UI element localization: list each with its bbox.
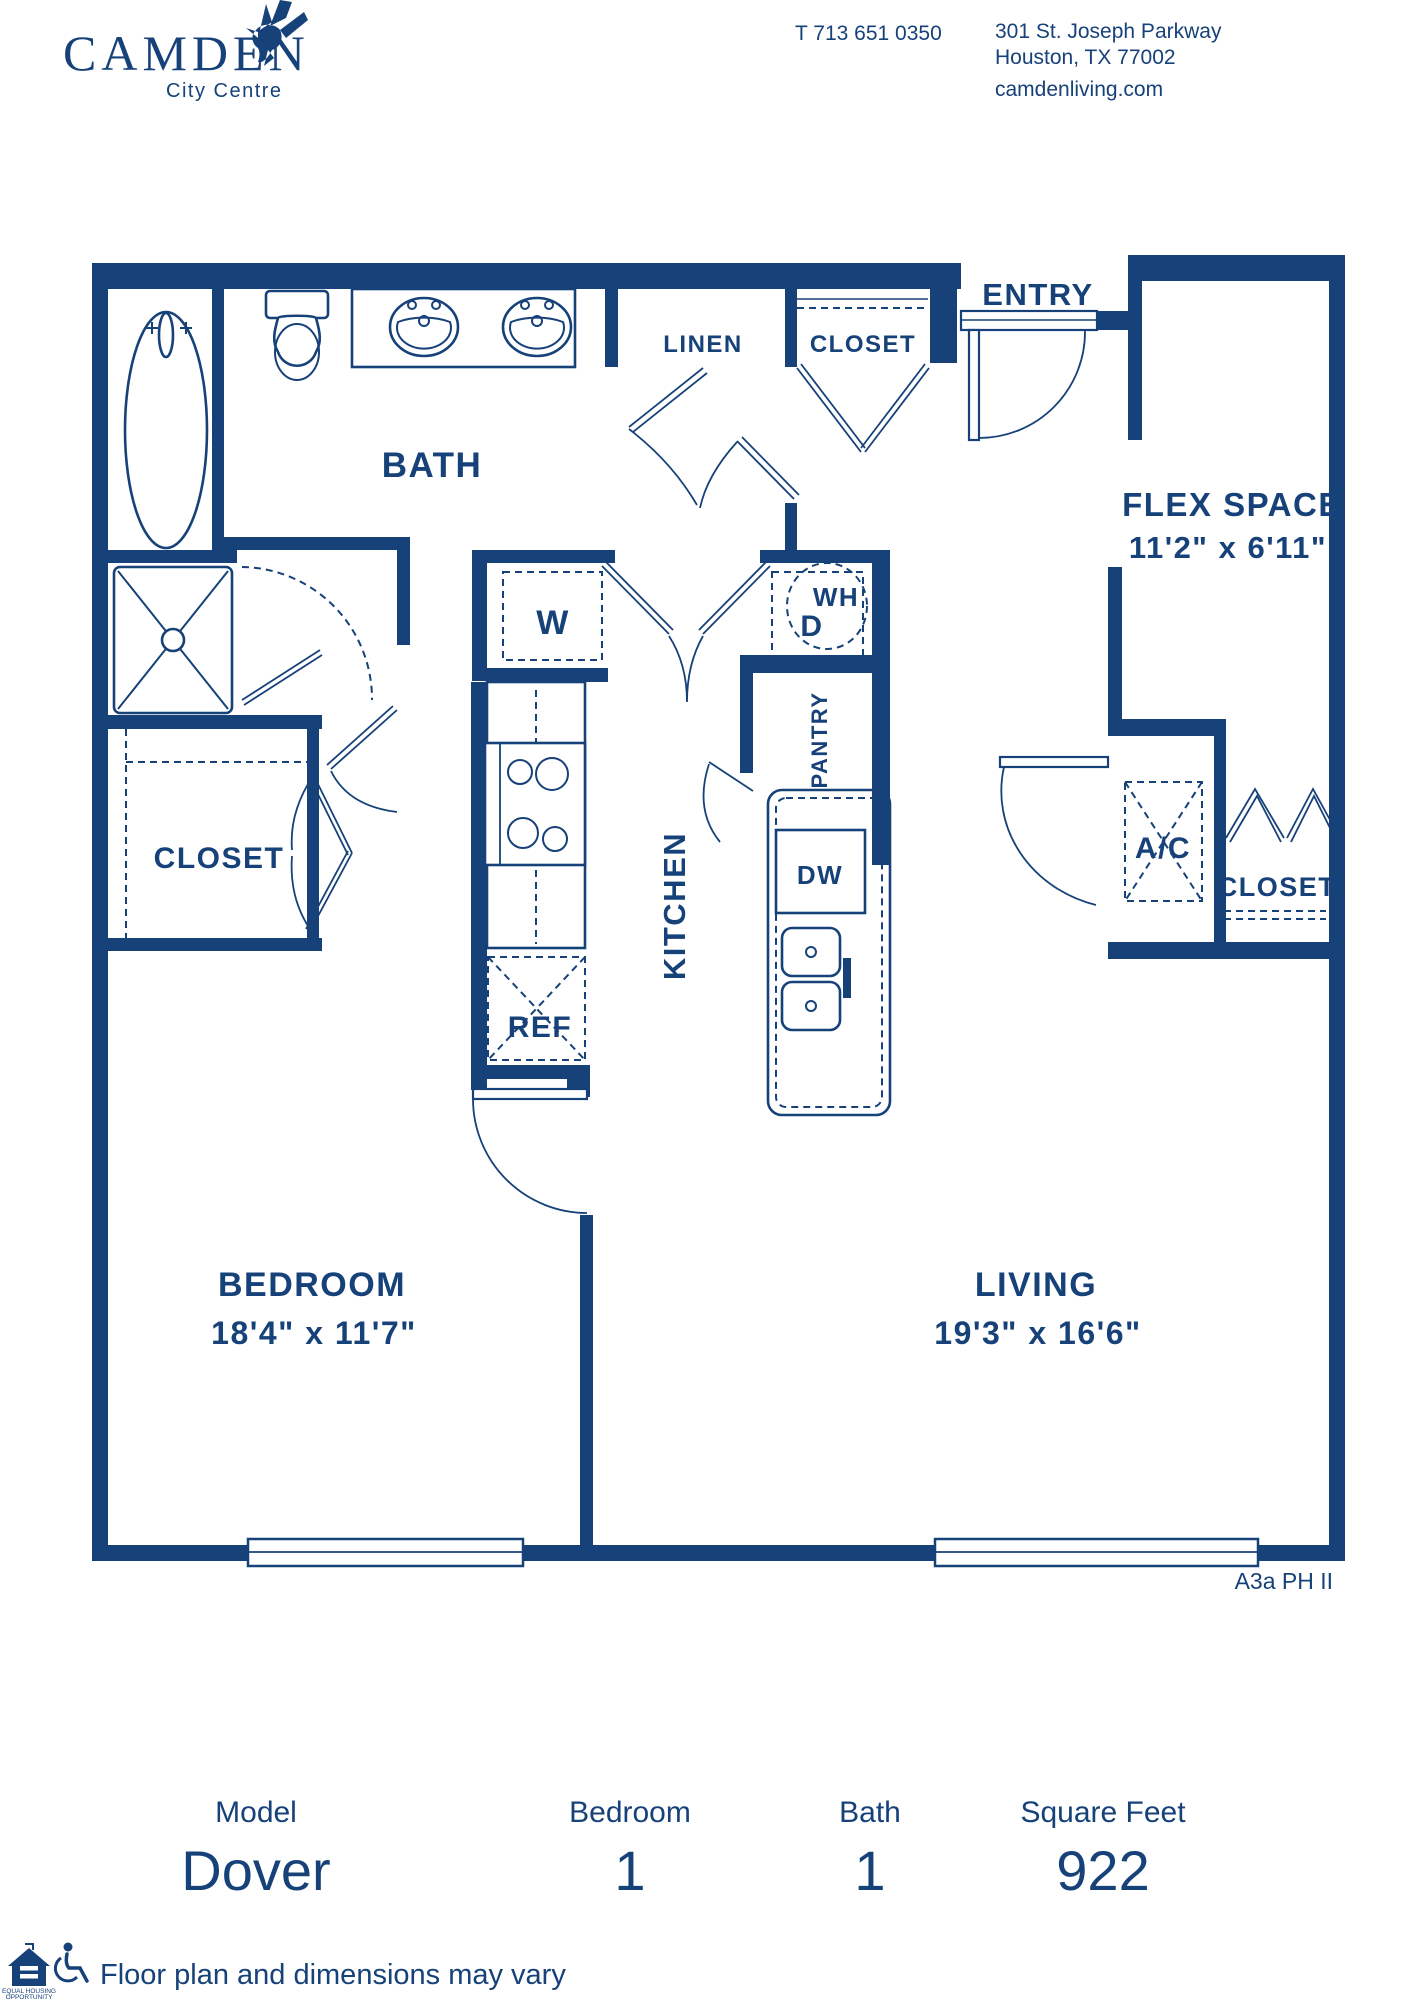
dryer-box: [771, 571, 864, 659]
equal-housing-text-2: OPPORTUNITY: [6, 1994, 53, 2000]
label-flex-dims: 11'2" x 6'11": [1129, 530, 1327, 565]
summary-value-sqft: 922: [1056, 1839, 1149, 1902]
equal-housing-text-1: EQUAL HOUSING: [2, 1988, 56, 1995]
vanity-double-sink: [350, 287, 577, 369]
footer-disclaimer: Floor plan and dimensions may vary: [100, 1959, 566, 1991]
footer: EQUAL HOUSING OPPORTUNITY Floor plan and…: [2, 1942, 566, 2000]
summary-value-bedroom: 1: [614, 1839, 645, 1902]
label-linen: LINEN: [663, 331, 743, 358]
ac-unit-box: [1124, 781, 1203, 902]
summary-label-model: Model: [215, 1796, 297, 1829]
linen-door: [628, 367, 708, 506]
header-website: camdenliving.com: [995, 78, 1163, 101]
equal-housing-icon: EQUAL HOUSING OPPORTUNITY: [2, 1943, 56, 2000]
entry-door: [959, 309, 1099, 442]
toilet: [264, 289, 330, 381]
windows: [246, 1537, 1260, 1568]
summary-table: Model Dover Bedroom 1 Bath 1 Square Feet…: [181, 1796, 1186, 1902]
accessibility-icon: [53, 1942, 89, 1983]
sink-basin-top: [780, 926, 842, 978]
label-ref: REF: [508, 1011, 573, 1044]
dishwasher-box: [774, 828, 867, 915]
ac-closet-door: [998, 755, 1110, 906]
header-address-line1: 301 St. Joseph Parkway: [995, 20, 1222, 43]
label-bedroom: BEDROOM: [218, 1266, 406, 1304]
sink-basin-bottom: [780, 980, 842, 1032]
brand-subtitle: City Centre: [166, 80, 283, 102]
bedroom-door: [471, 1087, 589, 1214]
summary-label-sqft: Square Feet: [1020, 1796, 1186, 1829]
label-water-heater: WH: [813, 582, 859, 612]
header-address-line2: Houston, TX 77002: [995, 46, 1176, 69]
header-phone: T 713 651 0350: [795, 22, 942, 45]
header: CAMDEN City Centre T 713 651 0350 301 St…: [63, 0, 1222, 102]
bedroom-window: [246, 1537, 525, 1568]
living-window: [933, 1537, 1260, 1568]
kitchen-island: [766, 788, 892, 1117]
bath-hall-door: [326, 705, 398, 813]
label-dw: DW: [797, 860, 843, 890]
closet-details: [125, 298, 1326, 950]
summary-label-bath: Bath: [839, 1796, 901, 1829]
label-ac: A/C: [1135, 832, 1191, 865]
label-entry-closet: CLOSET: [810, 331, 916, 358]
sink-faucet: [843, 958, 851, 998]
bath-door: [699, 436, 800, 509]
washer-box: [502, 571, 603, 661]
kitchen-double-doors: [601, 561, 771, 703]
label-pantry: PANTRY: [807, 692, 832, 789]
label-bedroom-closet: CLOSET: [154, 842, 285, 875]
bedroom-closet-doors: [290, 773, 353, 932]
label-living-dims: 19'3" x 16'6": [934, 1315, 1141, 1351]
plan-code: A3a PH II: [1235, 1568, 1333, 1594]
entry-closet-doors: [796, 363, 930, 453]
label-bath: BATH: [382, 446, 483, 485]
summary-value-bath: 1: [854, 1839, 885, 1902]
room-labels: BATH LINEN CLOSET ENTRY FLEX SPACE 11'2"…: [154, 277, 1342, 1351]
label-flex-space: FLEX SPACE: [1122, 486, 1342, 523]
water-heater-circle: [786, 562, 868, 650]
label-entry: ENTRY: [982, 277, 1093, 312]
label-kitchen: KITCHEN: [657, 832, 692, 980]
walls: [92, 255, 1345, 1561]
bathtub: [123, 310, 209, 550]
summary-value-model: Dover: [181, 1839, 330, 1902]
label-washer: W: [536, 604, 570, 642]
label-living: LIVING: [975, 1266, 1097, 1304]
label-coat-closet: CLOSET: [1218, 872, 1337, 902]
stove: [483, 741, 587, 867]
summary-label-bedroom: Bedroom: [569, 1796, 691, 1829]
label-bedroom-dims: 18'4" x 11'7": [211, 1315, 417, 1351]
coat-closet-doors: [1225, 787, 1341, 843]
kitchen-fixtures: [483, 562, 1203, 1117]
pantry-door: [702, 761, 754, 843]
label-dryer: D: [800, 610, 823, 643]
refrigerator-box: [487, 956, 586, 1061]
doors: [290, 309, 1341, 1214]
bath-fixtures: [112, 287, 577, 715]
hummingbird-icon: [246, 0, 308, 66]
shower: [112, 565, 374, 715]
